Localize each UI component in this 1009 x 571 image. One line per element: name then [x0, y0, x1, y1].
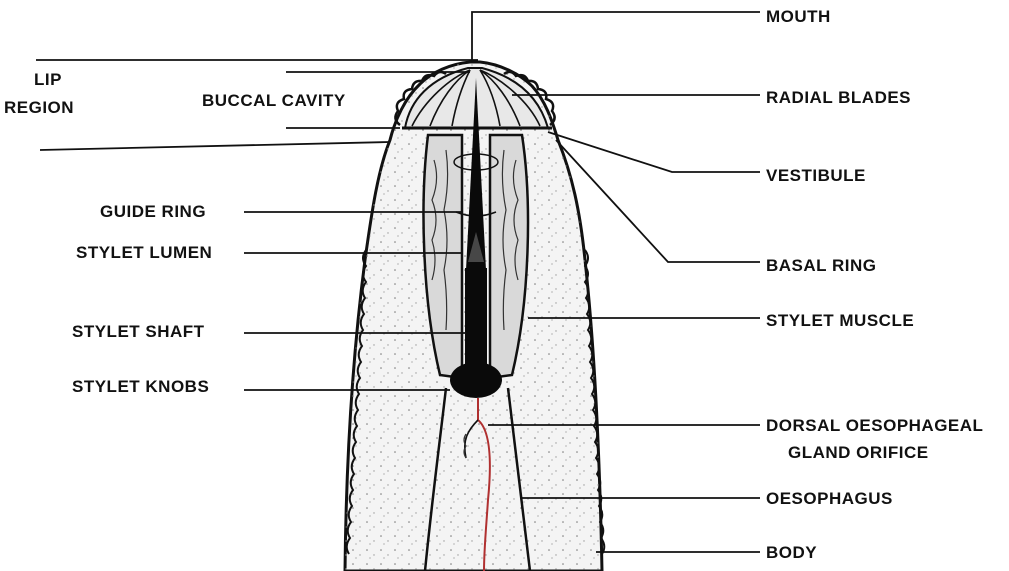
- label-lip-region-1: LIP: [34, 70, 62, 90]
- stylet-knobs: [450, 362, 502, 398]
- label-stylet-muscle: STYLET MUSCLE: [766, 311, 914, 331]
- label-basal-ring: BASAL RING: [766, 256, 876, 276]
- label-stylet-lumen: STYLET LUMEN: [76, 243, 212, 263]
- label-vestibule: VESTIBULE: [766, 166, 866, 186]
- label-radial-blades: RADIAL BLADES: [766, 88, 911, 108]
- label-lip-region-2: REGION: [4, 98, 74, 118]
- label-guide-ring: GUIDE RING: [100, 202, 206, 222]
- label-dorsal-gland-2: GLAND ORIFICE: [788, 443, 929, 463]
- label-stylet-knobs: STYLET KNOBS: [72, 377, 209, 397]
- stylet-shaft: [465, 268, 487, 373]
- label-body: BODY: [766, 543, 817, 563]
- label-buccal-cavity: BUCCAL CAVITY: [202, 91, 346, 111]
- label-mouth: MOUTH: [766, 7, 831, 27]
- label-stylet-shaft: STYLET SHAFT: [72, 322, 205, 342]
- label-oesophagus: OESOPHAGUS: [766, 489, 893, 509]
- label-dorsal-gland-1: DORSAL OESOPHAGEAL: [766, 416, 983, 436]
